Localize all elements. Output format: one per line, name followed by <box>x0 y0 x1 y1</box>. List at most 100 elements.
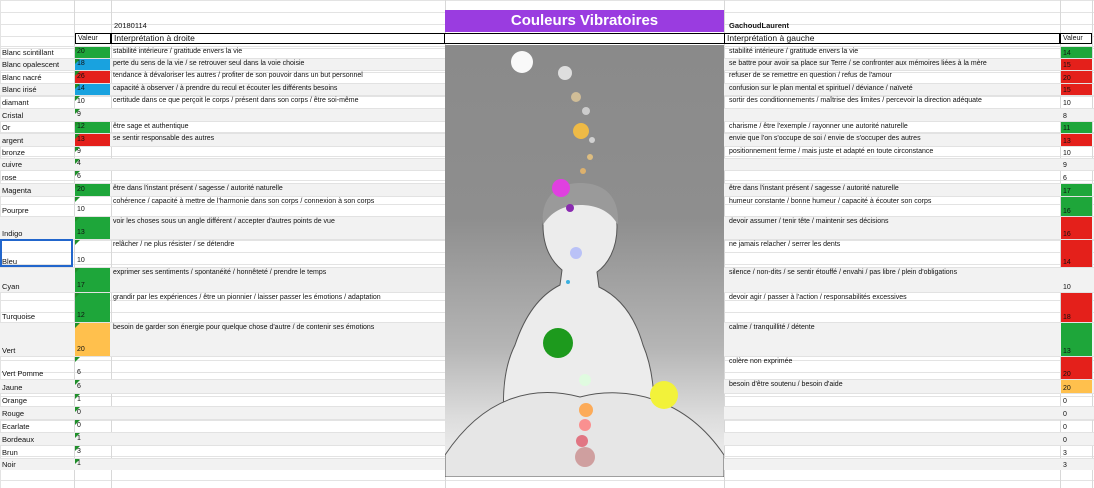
color-name[interactable]: Magenta <box>2 186 32 195</box>
value-left-cell[interactable]: 17 <box>75 268 110 292</box>
value-right-cell[interactable]: 10 <box>1061 96 1092 108</box>
interp-right-text[interactable]: grandir par les expériences / être un pi… <box>113 294 381 301</box>
color-name[interactable]: Jaune <box>2 383 23 392</box>
color-name[interactable]: cuivre <box>2 160 23 169</box>
color-name[interactable]: bronze <box>2 148 25 157</box>
color-name[interactable]: Rouge <box>2 409 25 418</box>
value-right-cell[interactable]: 16 <box>1061 197 1092 216</box>
color-name[interactable]: Ecarlate <box>2 422 30 431</box>
color-name[interactable]: Blanc nacré <box>2 73 42 82</box>
value-right-cell[interactable]: 3 <box>1061 459 1092 470</box>
interp-left-text[interactable]: devoir assumer / tenir tête / maintenir … <box>729 218 889 225</box>
interp-right-text[interactable]: relâcher / ne plus résister / se détendr… <box>113 241 235 248</box>
color-name[interactable]: Blanc scintillant <box>2 48 54 57</box>
value-left-cell[interactable]: 9 <box>75 109 110 121</box>
value-right-cell[interactable]: 20 <box>1061 380 1092 393</box>
value-left-cell[interactable]: 18 <box>75 59 110 70</box>
interp-left-text[interactable]: confusion sur le plan mental et spiritue… <box>729 85 913 92</box>
color-name[interactable]: Vert <box>2 346 16 355</box>
value-right-cell[interactable]: 18 <box>1061 293 1092 322</box>
value-left-cell[interactable]: 4 <box>75 159 110 170</box>
value-right-cell[interactable]: 6 <box>1061 171 1092 183</box>
color-name[interactable]: Orange <box>2 396 28 405</box>
interp-left-text[interactable]: stabilité intérieure / gratitude envers … <box>729 48 859 55</box>
color-name[interactable]: Or <box>2 123 11 132</box>
value-right-cell[interactable]: 20 <box>1061 71 1092 83</box>
interp-left-text[interactable]: envie que l'on s'occupe de soi / envie d… <box>729 135 921 142</box>
value-right-cell[interactable]: 0 <box>1061 433 1092 445</box>
color-name[interactable]: Cyan <box>2 282 20 291</box>
interp-left-text[interactable]: calme / tranquillité / détente <box>729 324 815 331</box>
interp-left-text[interactable]: être dans l'instant présent / sagesse / … <box>729 185 899 192</box>
valeur-left-header[interactable]: Valeur <box>75 33 111 44</box>
interp-left-text[interactable]: besoin d'être soutenu / besoin d'aide <box>729 381 843 388</box>
color-name[interactable]: Turquoise <box>2 312 36 321</box>
interp-left-text[interactable]: ne jamais relacher / serrer les dents <box>729 241 841 248</box>
value-left-cell[interactable]: 20 <box>75 47 110 58</box>
color-name[interactable]: Blanc irisé <box>2 85 37 94</box>
value-left-cell[interactable]: 9 <box>75 147 110 158</box>
value-left-cell[interactable]: 20 <box>75 323 110 356</box>
value-left-cell[interactable]: 1 <box>75 433 110 445</box>
interp-left-text[interactable]: refuser de se remettre en question / ref… <box>729 72 892 79</box>
value-left-cell[interactable]: 12 <box>75 122 110 133</box>
interp-right-text[interactable]: se sentir responsable des autres <box>113 135 215 142</box>
value-right-cell[interactable]: 10 <box>1061 147 1092 158</box>
sheet-title[interactable]: Couleurs Vibratoires <box>445 10 724 32</box>
interp-right-text[interactable]: perte du sens de la vie / se retrouver s… <box>113 60 305 67</box>
value-right-cell[interactable]: 16 <box>1061 217 1092 239</box>
value-right-cell[interactable]: 17 <box>1061 184 1092 196</box>
color-name[interactable]: argent <box>2 136 24 145</box>
interp-right-text[interactable]: stabilité intérieure / gratitude envers … <box>113 48 243 55</box>
value-left-cell[interactable]: 13 <box>75 217 110 239</box>
value-right-cell[interactable]: 0 <box>1061 407 1092 419</box>
value-left-cell[interactable]: 10 <box>75 240 110 267</box>
interp-left-text[interactable]: humeur constante / bonne humeur / capaci… <box>729 198 932 205</box>
color-name[interactable]: Indigo <box>2 229 23 238</box>
value-left-cell[interactable]: 10 <box>75 197 110 216</box>
value-left-cell[interactable]: 10 <box>75 96 110 108</box>
value-left-cell[interactable]: 1 <box>75 459 110 470</box>
value-left-cell[interactable]: 6 <box>75 357 110 379</box>
interp-right-text[interactable]: capacité à observer / à prendre du recul… <box>113 85 338 92</box>
color-name[interactable]: Cristal <box>2 111 24 120</box>
interp-right-text[interactable]: cohérence / capacité à mettre de l'harmo… <box>113 198 375 205</box>
interp-left-text[interactable]: devoir agir / passer à l'action / respon… <box>729 294 907 301</box>
interp-left-text[interactable]: charisme / être l'exemple / rayonner une… <box>729 123 908 130</box>
value-right-cell[interactable]: 13 <box>1061 323 1092 356</box>
value-right-cell[interactable]: 0 <box>1061 420 1092 432</box>
value-right-cell[interactable]: 3 <box>1061 446 1092 458</box>
color-name[interactable]: Bleu <box>2 257 18 266</box>
interp-right-text[interactable]: être dans l'instant présent / sagesse / … <box>113 185 283 192</box>
interp-right-text[interactable]: voir les choses sous un angle différent … <box>113 218 335 225</box>
color-name[interactable]: rose <box>2 173 17 182</box>
date-cell[interactable]: 20180114 <box>114 21 147 30</box>
interp-right-text[interactable]: certitude dans ce que perçoit le corps /… <box>113 97 359 104</box>
value-right-cell[interactable]: 10 <box>1061 268 1092 292</box>
value-right-cell[interactable]: 15 <box>1061 84 1092 95</box>
color-name[interactable]: Bordeaux <box>2 435 35 444</box>
value-left-cell[interactable]: 6 <box>75 380 110 393</box>
value-right-cell[interactable]: 8 <box>1061 109 1092 121</box>
value-right-cell[interactable]: 9 <box>1061 159 1092 170</box>
value-right-cell[interactable]: 14 <box>1061 240 1092 267</box>
value-left-cell[interactable]: 0 <box>75 407 110 419</box>
interp-right-header[interactable]: Interprétation à droite <box>111 33 445 44</box>
value-left-cell[interactable]: 26 <box>75 71 110 83</box>
value-left-cell[interactable]: 1 <box>75 394 110 406</box>
author-cell[interactable]: GachoudLaurent <box>729 21 790 30</box>
interp-right-text[interactable]: être sage et authentique <box>113 123 189 130</box>
value-left-cell[interactable]: 0 <box>75 420 110 432</box>
interp-left-text[interactable]: silence / non-dits / se sentir étouffé /… <box>729 269 958 276</box>
value-right-cell[interactable]: 0 <box>1061 394 1092 406</box>
color-name[interactable]: Blanc opalescent <box>2 60 60 69</box>
value-right-cell[interactable]: 15 <box>1061 59 1092 70</box>
interp-left-text[interactable]: se battre pour avoir sa place sur Terre … <box>729 60 987 67</box>
interp-left-text[interactable]: positionnement ferme / mais juste et ada… <box>729 148 934 155</box>
value-left-cell[interactable]: 13 <box>75 134 110 146</box>
interp-right-text[interactable]: tendance à dévaloriser les autres / prof… <box>113 72 363 79</box>
value-right-cell[interactable]: 14 <box>1061 47 1092 58</box>
value-left-cell[interactable]: 3 <box>75 446 110 458</box>
value-right-cell[interactable]: 11 <box>1061 122 1092 133</box>
value-right-cell[interactable]: 20 <box>1061 357 1092 379</box>
